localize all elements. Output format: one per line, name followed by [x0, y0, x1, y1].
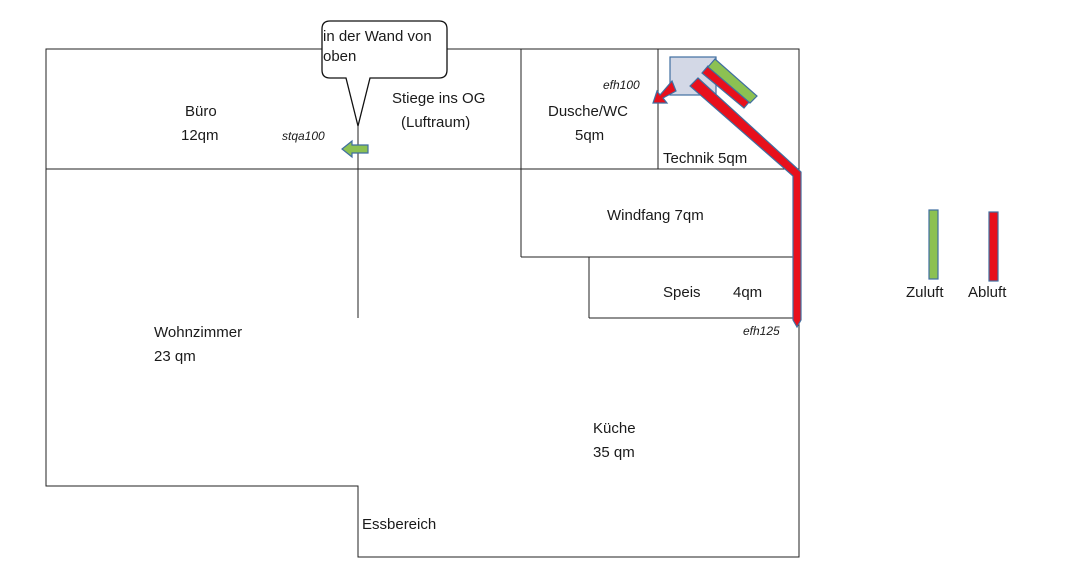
vent-tag-efh125: efh125: [743, 324, 780, 338]
vent-tag-efh100: efh100: [603, 78, 640, 92]
supply-duct: [707, 58, 758, 104]
room-wohnzimmer-name: Wohnzimmer: [154, 324, 242, 341]
exhaust-arrow-dusche: [652, 79, 677, 104]
room-dusche-name: Dusche/WC: [548, 103, 628, 120]
exhaust-duct-main: [689, 77, 802, 329]
room-speis-name: Speis: [663, 284, 701, 301]
legend-supply-label: Zuluft: [906, 284, 944, 301]
room-stiege-name: Stiege ins OG: [392, 90, 485, 107]
room-speis-area: 4qm: [733, 284, 762, 301]
supply-arrow-stqa100: [341, 139, 369, 159]
room-stiege-note: (Luftraum): [401, 114, 470, 131]
outer-wall: [45, 48, 800, 558]
callout-line2: oben: [323, 48, 356, 65]
vent-tag-stqa100: stqa100: [282, 129, 325, 143]
room-kueche-area: 35 qm: [593, 444, 635, 461]
legend: Zuluft Abluft: [906, 209, 1007, 301]
room-technik-label: Technik 5qm: [663, 150, 747, 167]
room-windfang-label: Windfang 7qm: [607, 207, 704, 224]
room-wohnzimmer-area: 23 qm: [154, 348, 196, 365]
room-buero-area: 12qm: [181, 127, 219, 144]
room-buero-name: Büro: [185, 103, 217, 120]
room-essbereich-name: Essbereich: [362, 516, 436, 533]
room-dusche-area: 5qm: [575, 127, 604, 144]
callout-bubble: [321, 20, 448, 127]
legend-exhaust-swatch: [988, 211, 999, 282]
legend-exhaust-label: Abluft: [968, 284, 1007, 301]
room-kueche-name: Küche: [593, 420, 636, 437]
legend-supply-swatch: [928, 209, 939, 280]
callout-line1: in der Wand von: [323, 28, 432, 45]
